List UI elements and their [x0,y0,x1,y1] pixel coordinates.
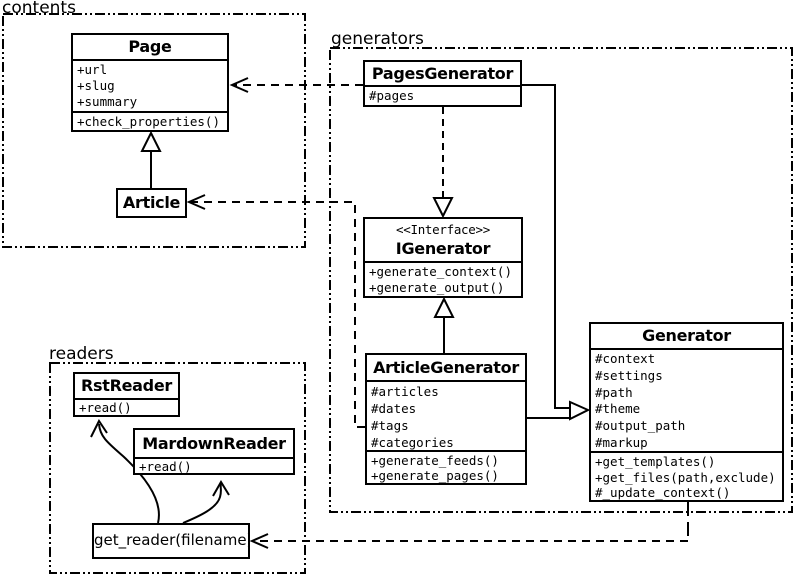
attribute: #path [595,384,633,400]
method: +generate_pages() [371,468,499,483]
inheritance-triangle-generator [569,400,591,421]
package-label-contents: contents [2,0,76,18]
package-frame-contents [2,13,306,248]
method: +get_files(path,exclude) [595,469,776,485]
methods-section-generator: +get_templates() +get_files(path,exclude… [591,453,782,500]
function-label-get-reader: get_reader(filename) [94,531,248,549]
class-title-generator: Generator [591,324,782,350]
method: +check_properties() [77,114,220,129]
class-title-mardownreader: MardownReader [135,430,293,459]
class-title-igenerator: IGenerator [395,239,491,258]
edge-getreader-to-mardownreader [182,483,222,524]
class-box-mardownreader: MardownReader +read() [133,428,295,475]
open-arrowhead-getreader [249,533,269,549]
class-box-rstreader: RstReader +read() [73,372,180,417]
attributes-section-generator: #context #settings #path #theme #output_… [591,350,782,453]
attribute: #articles [371,384,439,399]
methods-section-rstreader: +read() [75,400,178,415]
open-arrowhead-article [186,194,206,210]
attributes-section-articlegenerator: #articles #dates #tags #categories [367,382,525,452]
attribute: #output_path [595,418,686,434]
class-title-page: Page [73,35,227,61]
function-box-get-reader: get_reader(filename) [92,523,250,559]
methods-section-igenerator: +generate_context() +generate_output() [365,263,521,296]
package-frame-readers [49,362,306,574]
class-title-articlegenerator: ArticleGenerator [367,355,525,382]
open-arrowhead-page [229,77,249,93]
open-arrowhead-rstreader [90,419,108,438]
class-box-page: Page +url +slug +summary +check_properti… [71,33,229,132]
attribute: #markup [595,434,648,450]
class-box-igenerator: <<Interface>> IGenerator +generate_conte… [363,217,523,298]
attribute: #settings [595,367,663,383]
method: +read() [139,459,192,473]
realization-triangle-igenerator-top [432,197,454,219]
edge-pagesgenerator-to-generator [522,84,570,409]
attributes-section-page: +url +slug +summary [73,61,227,113]
class-title-article: Article [122,193,181,212]
edge-getreader-to-rstreader [98,423,160,524]
package-frame-generators [329,47,793,513]
package-label-generators: generators [331,29,424,49]
inheritance-triangle-igenerator-bottom [433,296,455,318]
package-label-readers: readers [49,344,114,364]
method: +generate_context() [369,264,512,279]
method: +read() [79,400,132,415]
inheritance-triangle-page [140,130,162,152]
class-box-pagesgenerator: PagesGenerator #pages [363,60,522,107]
methods-section-articlegenerator: +generate_feeds() +generate_pages() [367,452,525,483]
class-box-generator: Generator #context #settings #path #them… [589,322,784,502]
method: +generate_feeds() [371,453,499,468]
methods-section-page: +check_properties() [73,113,227,130]
attribute: +url [77,62,108,77]
attribute: +slug [77,78,115,93]
attribute: #pages [369,88,415,103]
attribute: #categories [371,435,454,450]
stereotype-interface: <<Interface>> [396,222,490,237]
method: #_update_context() [595,485,731,500]
attributes-section-pagesgenerator: #pages [365,87,520,105]
attribute: +summary [77,94,138,109]
class-title-rstreader: RstReader [75,374,178,400]
open-arrowhead-mardownreader [212,480,230,497]
methods-section-mardownreader: +read() [135,459,293,473]
method: +generate_output() [369,280,505,295]
attribute: #theme [595,401,641,417]
attribute: #context [595,351,656,366]
class-box-article: Article [116,188,187,218]
attribute: #tags [371,418,409,433]
attribute: #dates [371,401,417,416]
edge-articlegenerator-to-article [191,201,365,428]
method: +get_templates() [595,454,716,469]
class-title-pagesgenerator: PagesGenerator [365,62,520,87]
class-box-articlegenerator: ArticleGenerator #articles #dates #tags … [365,353,527,485]
